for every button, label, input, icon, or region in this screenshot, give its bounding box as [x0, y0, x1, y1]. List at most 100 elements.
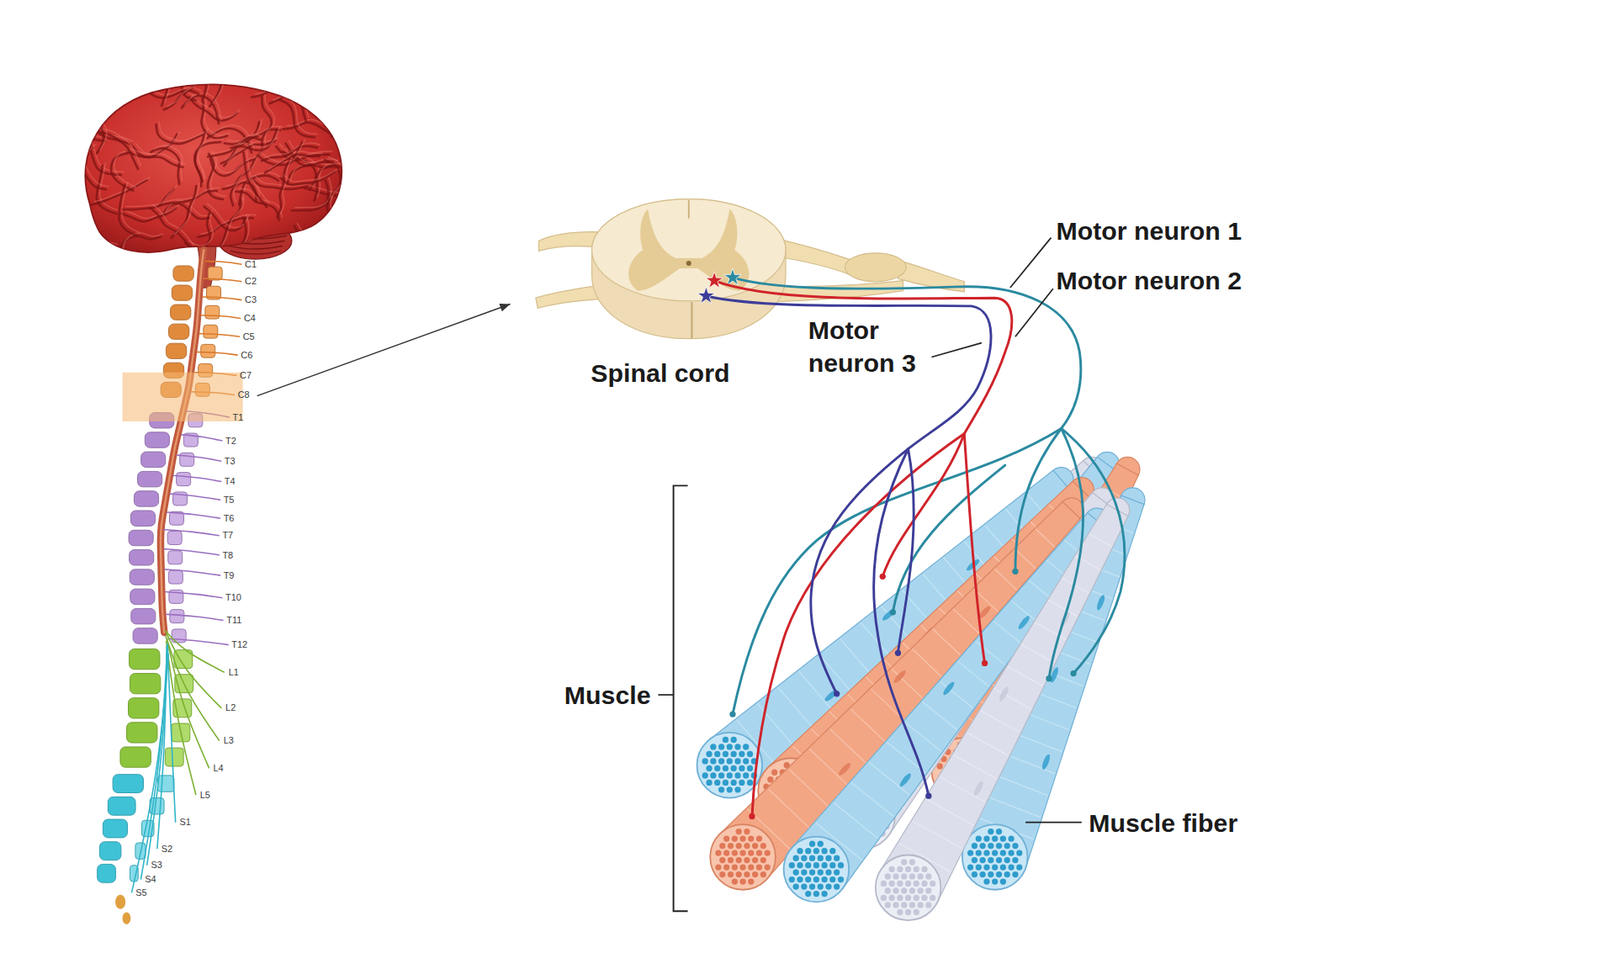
myofibril	[892, 887, 899, 894]
spinal-nerve	[166, 512, 221, 519]
axon	[705, 296, 991, 450]
gyrus-highlight	[129, 148, 186, 165]
sulcus	[90, 251, 114, 303]
myofibril	[736, 828, 742, 835]
coccyx	[115, 895, 126, 910]
part-label: Muscle	[564, 679, 652, 710]
spinal-nerve	[164, 549, 220, 556]
vertebra-label: C3	[244, 295, 257, 307]
vertebra-body	[102, 819, 128, 838]
myofibril	[739, 878, 746, 885]
sulcus	[235, 217, 246, 276]
sulcus	[54, 72, 101, 101]
myofibril	[996, 842, 1002, 849]
myofibril	[756, 849, 763, 856]
myofibril	[739, 863, 746, 870]
myofibril	[809, 883, 816, 890]
axon-terminal	[748, 813, 755, 820]
gyrus-highlight	[213, 155, 257, 173]
gyrus-highlight	[58, 69, 104, 98]
cerebellum-fold	[228, 245, 283, 250]
myofibril	[900, 901, 907, 908]
nucleus	[941, 680, 956, 697]
vertebra-process	[203, 324, 218, 339]
myofibril	[1007, 849, 1014, 856]
pointer-line	[257, 303, 511, 396]
muscle-fiber	[875, 498, 1130, 921]
vertebra-body	[131, 608, 156, 624]
dorsal-sulcus	[688, 200, 690, 219]
myofibril	[709, 772, 716, 779]
gyrus-highlight	[343, 183, 394, 202]
myofibril	[821, 847, 827, 854]
arrowhead	[498, 303, 510, 312]
sulcus	[59, 215, 103, 244]
axon	[810, 449, 909, 695]
sulcus	[95, 132, 138, 170]
myofibril	[971, 857, 978, 864]
myofibril	[726, 743, 733, 750]
leader-line	[1025, 821, 1082, 824]
striation	[778, 687, 814, 729]
axon	[1061, 428, 1125, 673]
vertebra-body	[99, 842, 121, 861]
motor-neuron	[697, 286, 991, 800]
myofibril	[837, 862, 844, 869]
gyrus-highlight	[174, 182, 200, 235]
spinal-nerve	[163, 529, 220, 536]
myofibril	[738, 751, 745, 758]
striation	[911, 648, 942, 677]
striation	[809, 748, 848, 785]
myofibril	[833, 868, 840, 875]
vertebra-process	[205, 305, 220, 319]
myofibril	[921, 866, 928, 873]
sulcus	[331, 136, 377, 165]
myofibril	[731, 849, 738, 856]
myofibril	[1016, 849, 1023, 856]
gyri	[41, 35, 394, 303]
gyrus-highlight	[44, 213, 97, 233]
axon-terminal	[890, 609, 896, 615]
axon	[964, 434, 985, 664]
gyrus-highlight	[188, 210, 213, 246]
spinal-nerve	[201, 315, 242, 319]
striation	[1026, 492, 1044, 513]
vertebra-label: T8	[222, 550, 234, 562]
spinal-nerve	[164, 592, 223, 599]
fiber-end	[696, 732, 763, 799]
vertebra-body	[144, 432, 170, 448]
gyrus-highlight	[158, 121, 206, 141]
myofibril	[925, 901, 932, 908]
vertebra-label: T10	[225, 593, 242, 604]
axons	[697, 268, 1125, 820]
sulcus	[81, 147, 106, 190]
vertebra-label: C4	[243, 312, 256, 324]
sulcus	[264, 154, 320, 174]
vertebra-body	[120, 747, 151, 768]
part-label: Motor neuron 2	[1055, 265, 1242, 296]
myofibril	[719, 871, 726, 878]
myofibril	[821, 890, 827, 897]
sulcus	[195, 130, 205, 186]
myofibril	[817, 855, 824, 862]
gyrus-highlight	[121, 181, 140, 233]
myofibril	[719, 842, 726, 849]
myofibril	[996, 857, 1002, 864]
myofibril	[715, 863, 721, 870]
striation	[943, 557, 968, 585]
brain	[41, 35, 394, 303]
sulcus	[170, 185, 197, 239]
myofibril	[892, 873, 899, 880]
myofibril	[884, 887, 891, 894]
vertebra-label: C2	[244, 276, 257, 288]
myofibril	[756, 863, 763, 870]
myofibril	[747, 835, 754, 842]
myofibril	[825, 868, 832, 875]
spinal-nerve	[167, 643, 176, 823]
sulcus	[78, 244, 115, 273]
myofibril	[739, 849, 746, 856]
myofibril	[709, 743, 716, 750]
striation	[1048, 600, 1078, 617]
